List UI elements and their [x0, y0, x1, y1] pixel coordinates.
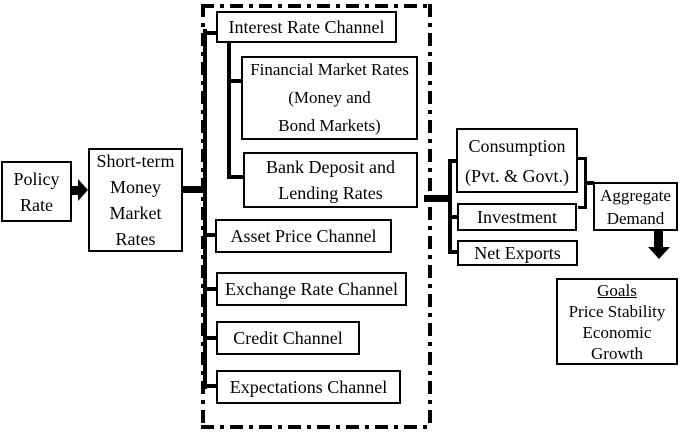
- channels-container-border-bottom: [201, 425, 432, 429]
- demand-spine-line: [448, 159, 452, 254]
- policy-rate-label-line1: Policy: [13, 168, 60, 189]
- credit-channel-label: Credit Channel: [233, 328, 343, 348]
- bracket-investment-stub: [578, 206, 587, 209]
- node-asset-price-channel: Asset Price Channel: [215, 219, 392, 253]
- connector-shortterm-to-channels: [183, 186, 205, 193]
- goals-line1: Price Stability: [568, 301, 666, 321]
- goals-line2: Economic: [582, 322, 652, 342]
- node-bank-deposit-lending-rates: Bank Deposit and Lending Rates: [243, 152, 418, 208]
- stub-investment: [452, 215, 458, 219]
- short-term-label-line2: Money: [110, 177, 161, 197]
- goals-heading: Goals: [597, 280, 637, 300]
- node-expectations-channel: Expectations Channel: [216, 370, 401, 404]
- financial-market-rates-line2: (Money and: [288, 88, 371, 107]
- node-exchange-rate-channel: Exchange Rate Channel: [216, 272, 407, 306]
- interest-rate-channel-label: Interest Rate Channel: [228, 17, 385, 37]
- exchange-rate-channel-label: Exchange Rate Channel: [225, 279, 398, 299]
- stub-interest-rate-channel: [205, 31, 217, 35]
- short-term-label-line1: Short-term: [96, 151, 175, 171]
- node-credit-channel: Credit Channel: [216, 321, 360, 355]
- arrow-policy-to-shortterm-head: [78, 179, 88, 201]
- bracket-consumption-stub: [578, 157, 587, 160]
- stub-consumption: [450, 159, 457, 163]
- stub-net-exports: [452, 250, 458, 254]
- consumption-line2: (Pvt. & Govt.): [464, 165, 569, 186]
- stub-asset-price-channel: [205, 233, 216, 237]
- stub-credit-channel: [205, 336, 217, 340]
- node-goals: Goals Price Stability Economic Growth: [556, 278, 678, 365]
- bracket-vertical-line: [584, 157, 587, 209]
- bank-deposit-line1: Bank Deposit and: [266, 157, 395, 177]
- aggregate-demand-line2: Demand: [606, 208, 665, 228]
- node-aggregate-demand: Aggregate Demand: [593, 182, 678, 231]
- node-investment: Investment: [457, 203, 577, 231]
- financial-market-rates-line3: Bond Markets): [278, 116, 381, 135]
- stub-bank-deposit: [229, 175, 244, 179]
- short-term-label-line4: Rates: [115, 229, 156, 249]
- aggregate-demand-line1: Aggregate: [600, 185, 671, 205]
- short-term-label-line3: Market: [109, 203, 162, 223]
- stub-exchange-rate-channel: [205, 287, 217, 291]
- node-policy-rate: Policy Rate: [1, 161, 72, 222]
- investment-label: Investment: [477, 207, 557, 227]
- channels-container-border-top: [201, 4, 432, 8]
- channels-spine-line: [203, 29, 207, 389]
- connector-channels-to-demand: [424, 195, 450, 202]
- arrow-demand-to-goals-head: [648, 247, 670, 259]
- node-interest-rate-channel: Interest Rate Channel: [216, 11, 397, 43]
- stub-expectations-channel: [205, 384, 217, 388]
- net-exports-label: Net Exports: [474, 243, 561, 263]
- expectations-channel-label: Expectations Channel: [229, 377, 388, 397]
- node-financial-market-rates: Financial Market Rates (Money and Bond M…: [241, 56, 418, 140]
- arrow-demand-to-goals-shaft: [654, 231, 663, 248]
- goals-line3: Growth: [591, 343, 643, 363]
- interest-subchannel-spine-line: [227, 43, 231, 179]
- asset-price-channel-label: Asset Price Channel: [230, 226, 377, 246]
- consumption-line1: Consumption: [468, 135, 566, 156]
- policy-rate-label-line2: Rate: [20, 194, 53, 215]
- arrow-policy-to-shortterm-shaft: [72, 186, 80, 195]
- node-short-term-money-market-rates: Short-term Money Market Rates: [88, 148, 183, 252]
- channels-container-border-right: [428, 4, 432, 429]
- bank-deposit-line2: Lending Rates: [278, 183, 383, 203]
- stub-financial-market-rates: [229, 79, 242, 83]
- financial-market-rates-line1: Financial Market Rates: [250, 60, 409, 79]
- bracket-to-aggregate-demand-stub: [586, 181, 594, 185]
- node-consumption: Consumption (Pvt. & Govt.): [456, 128, 578, 193]
- node-net-exports: Net Exports: [457, 240, 578, 266]
